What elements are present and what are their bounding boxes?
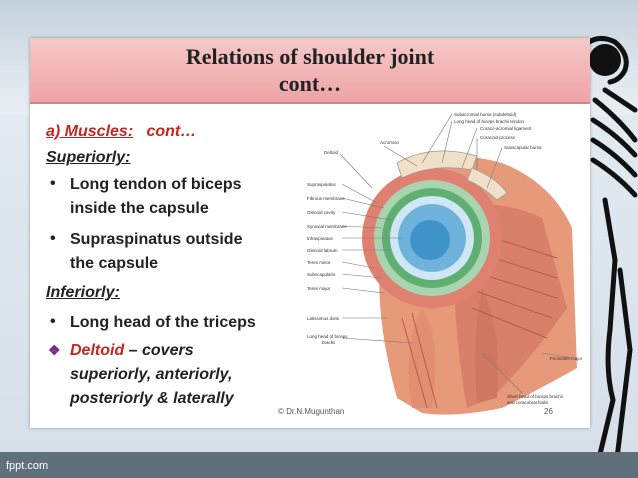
label-supraspinatus: Supraspinatus (307, 182, 337, 187)
label-acromion: Acromion (380, 140, 400, 145)
bullet: • (50, 175, 56, 192)
label-subscapular-bursa: Subscapular bursa (504, 145, 542, 150)
label-glenoid-labrum: Glenoid labrum (307, 248, 338, 253)
sup-bullet-1-line-1: Long tendon of biceps (70, 176, 242, 193)
label-synovial-membrane: Synovial membrane (307, 224, 347, 229)
deltoid-rest: – covers (124, 342, 194, 359)
deltoid-line-1: Deltoid – covers (70, 341, 194, 360)
label-teres-minor: Teres minor (307, 260, 331, 265)
title-band: Relations of shoulder joint cont… (30, 38, 590, 104)
deltoid-line-3: posteriorly & laterally (70, 390, 234, 407)
label-short-head-1: Short head of biceps brachii (507, 394, 563, 399)
arm-muscle (475, 288, 498, 403)
label-glenoid-cavity: Glenoid cavity (307, 210, 336, 215)
leader-lines (339, 113, 573, 394)
slide: Relations of shoulder joint cont… a) Mus… (30, 38, 590, 428)
biceps-region (408, 308, 436, 408)
label-long-head-biceps-1: Long head of biceps (307, 334, 348, 339)
label-infraspinatus: Infraspinatus (307, 236, 334, 241)
section-heading: a) Muscles: cont… (46, 122, 196, 141)
label-short-head-2: and coracobrachialis (507, 400, 549, 405)
slide-title: Relations of shoulder joint cont… (30, 43, 590, 97)
label-teres-major: Teres major (307, 286, 331, 291)
bottom-bar (0, 452, 638, 478)
section-prefix: a) Muscles: (46, 123, 134, 140)
acromion-shape (396, 150, 478, 179)
brand-text: fppt.com (6, 460, 49, 472)
diamond-bullet-icon: ❖ (48, 342, 61, 358)
bullet: • (50, 313, 56, 330)
glenoid-center (410, 220, 450, 260)
superiorly-heading: Superiorly: (46, 149, 131, 166)
label-coracoid: Coracoid process (480, 135, 516, 140)
label-deltoid: Deltoid (324, 150, 339, 155)
label-latissimus: Latissimus dorsi (307, 316, 339, 321)
coracoid-shape (466, 167, 508, 201)
shoulder-figure: Subacromial bursa (subdeltoid) Long head… (307, 112, 583, 415)
copyright-text: © Dr.N.Mugunthan (278, 407, 345, 416)
section-suffix: cont… (146, 123, 197, 140)
deltoid-word: Deltoid (70, 342, 125, 359)
label-fibrous-membrane: Fibrous membrane (307, 196, 345, 201)
label-subacromial-bursa: Subacromial bursa (subdeltoid) (454, 112, 517, 117)
label-pectoralis: Pectoralis major (550, 356, 583, 361)
deltoid-line-2: superiorly, anteriorly, (70, 366, 233, 383)
sup-bullet-1-line-2: inside the capsule (70, 200, 209, 217)
sup-bullet-2-line-1: Supraspinatus outside (70, 231, 243, 248)
label-subscapularis: Subscapularis (307, 272, 336, 277)
title-line-2: cont… (278, 71, 342, 96)
sup-bullet-2-line-2: the capsule (70, 255, 159, 272)
bullet: • (50, 230, 56, 247)
figure-labels: Subacromial bursa (subdeltoid) Long head… (307, 112, 583, 405)
page-number: 26 (544, 407, 553, 416)
label-coraco-acromial: Coraco-acromial ligament (480, 126, 532, 131)
inf-bullet-1: Long head of the triceps (70, 314, 256, 331)
inferiorly-heading: Inferiorly: (46, 284, 120, 301)
label-long-head-tendon: Long head of biceps brachii tendon (454, 119, 525, 124)
title-line-1: Relations of shoulder joint (185, 44, 435, 69)
label-long-head-biceps-2: brachii (322, 340, 335, 345)
